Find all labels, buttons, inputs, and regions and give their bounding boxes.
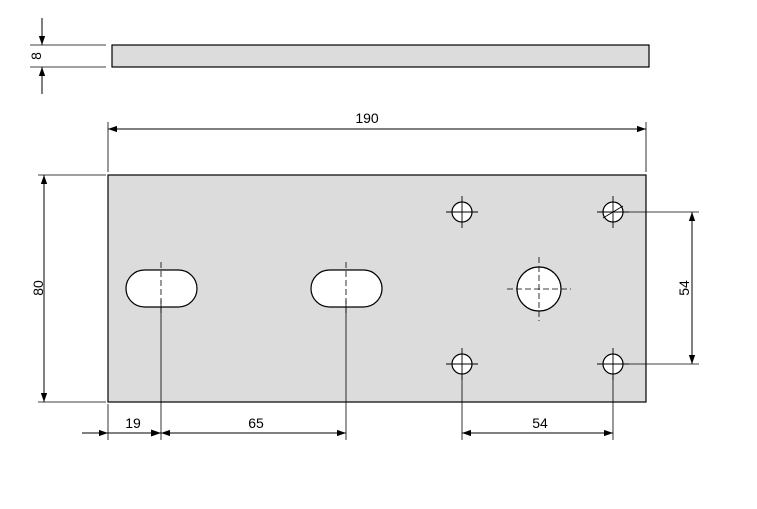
height-dimension: 80 bbox=[30, 174, 106, 403]
hole-bottom-left bbox=[446, 348, 478, 380]
slot-offset-dimension: 19 65 bbox=[82, 300, 347, 440]
height-label: 80 bbox=[30, 280, 46, 296]
hole-horizontal-spacing-dimension: 54 bbox=[461, 376, 614, 440]
hole-bottom-right bbox=[597, 348, 629, 380]
slot-offset-label: 19 bbox=[125, 415, 141, 431]
hole-top-left bbox=[446, 196, 478, 228]
side-view-plate bbox=[111, 44, 650, 68]
slot-left bbox=[125, 262, 198, 315]
slot-spacing-label: 65 bbox=[248, 415, 264, 431]
thickness-dimension: 8 bbox=[28, 18, 106, 94]
center-hole bbox=[507, 257, 571, 321]
hole-vertical-spacing-dimension: 54 bbox=[625, 211, 699, 365]
hole-horizontal-spacing-label: 54 bbox=[532, 415, 548, 431]
slot-right bbox=[310, 262, 383, 315]
width-label: 190 bbox=[355, 110, 379, 126]
hole-vertical-spacing-label: 54 bbox=[676, 280, 692, 296]
hole-top-right bbox=[597, 196, 629, 228]
width-dimension: 190 bbox=[107, 110, 647, 172]
thickness-label: 8 bbox=[28, 52, 44, 60]
